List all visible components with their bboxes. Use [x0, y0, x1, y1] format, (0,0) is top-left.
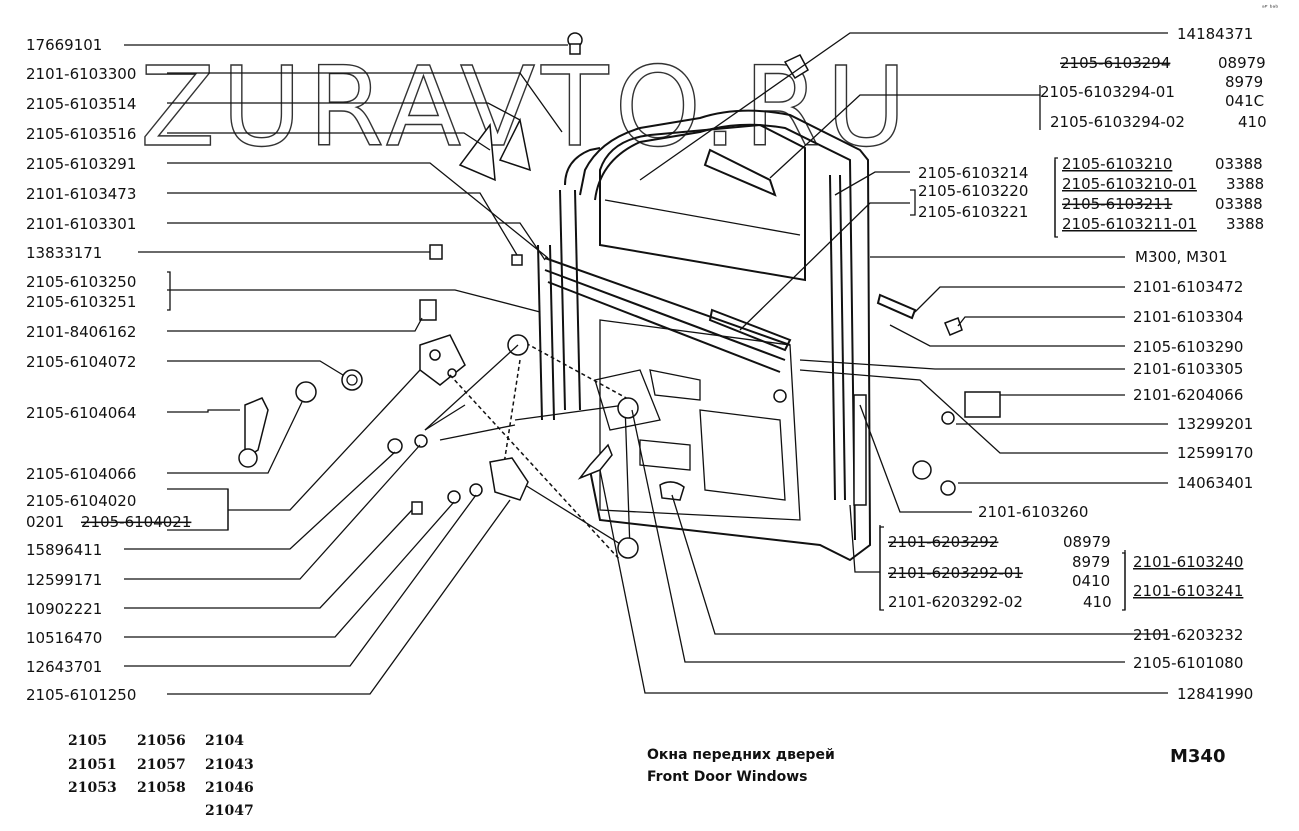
label-2105-6103514: 2105-6103514: [26, 95, 136, 113]
label-2105-6103211-01: 2105-6103211-01: [1062, 215, 1197, 233]
label-2105-6103291: 2105-6103291: [26, 155, 136, 173]
page-code: M340: [1170, 746, 1226, 767]
label-2101-6204066: 2101-6204066: [1133, 386, 1243, 404]
label-3388-b: 3388: [1226, 215, 1264, 233]
label-17669101: 17669101: [26, 36, 102, 54]
label-410-a: 410: [1238, 113, 1267, 131]
label-2105-6101250: 2105-6101250: [26, 686, 136, 704]
label-2101-8406162: 2101-8406162: [26, 323, 136, 341]
label-2105-6103250: 2105-6103250: [26, 273, 136, 291]
label-10902221: 10902221: [26, 600, 102, 618]
label-2101-6103260: 2101-6103260: [978, 503, 1088, 521]
label-14184371: 14184371: [1177, 25, 1253, 43]
label-2105-6101080: 2105-6101080: [1133, 654, 1243, 672]
model-21053: 21053: [68, 780, 117, 796]
label-041c: 041C: [1225, 92, 1264, 110]
label-2105-6103251: 2105-6103251: [26, 293, 136, 311]
label-2105-6104066: 2105-6104066: [26, 465, 136, 483]
model-21056: 21056: [137, 733, 186, 749]
label-0410: 0410: [1072, 572, 1110, 590]
right-labels: 14184371 2105-6103294 08979 2105-6103294…: [888, 25, 1267, 703]
label-2101-6203232: 2101-6203232: [1133, 626, 1243, 644]
label-2105-6104021: 2105-6104021: [81, 513, 191, 531]
model-21057: 21057: [137, 757, 186, 773]
model-2105: 2105: [68, 733, 107, 749]
label-14063401: 14063401: [1177, 474, 1253, 492]
label-2105-6103210: 2105-6103210: [1062, 155, 1172, 173]
label-2101-6103304: 2101-6103304: [1133, 308, 1243, 326]
model-21047: 21047: [205, 803, 254, 819]
label-2101-6103301: 2101-6103301: [26, 215, 136, 233]
door-drawing: [238, 32, 1001, 562]
label-08979-a: 08979: [1218, 54, 1266, 72]
label-2101-6103473: 2101-6103473: [26, 185, 136, 203]
label-15896411: 15896411: [26, 541, 102, 559]
label-2105-6104020: 2105-6104020: [26, 492, 136, 510]
label-03388-b: 03388: [1215, 195, 1263, 213]
label-2101-6203292: 2101-6203292: [888, 533, 998, 551]
label-2105-6103221: 2105-6103221: [918, 203, 1028, 221]
corner-mark: ᵃᴾ ᵇᵃᵇ: [1262, 4, 1278, 12]
label-410-b: 410: [1083, 593, 1112, 611]
label-13299201: 13299201: [1177, 415, 1253, 433]
title-en: Front Door Windows: [647, 769, 807, 785]
label-2105-6103220: 2105-6103220: [918, 182, 1028, 200]
label-2101-6103241: 2101-6103241: [1133, 582, 1243, 600]
label-2101-6203292-02: 2101-6203292-02: [888, 593, 1023, 611]
label-0201: 0201: [26, 513, 64, 531]
label-03388-a: 03388: [1215, 155, 1263, 173]
model-21051: 21051: [68, 757, 117, 773]
label-2105-6103294-02: 2105-6103294-02: [1050, 113, 1185, 131]
model-21058: 21058: [137, 780, 186, 796]
label-2105-6103290: 2105-6103290: [1133, 338, 1243, 356]
label-2101-6103300: 2101-6103300: [26, 65, 136, 83]
left-labels: 17669101 2101-6103300 2105-6103514 2105-…: [26, 36, 191, 704]
label-12643701: 12643701: [26, 658, 102, 676]
label-8979-b: 8979: [1072, 553, 1110, 571]
label-10516470: 10516470: [26, 629, 102, 647]
label-2105-6104064: 2105-6104064: [26, 404, 136, 422]
label-12599171: 12599171: [26, 571, 102, 589]
label-12841990: 12841990: [1177, 685, 1253, 703]
label-2101-6103472: 2101-6103472: [1133, 278, 1243, 296]
model-21043: 21043: [205, 757, 254, 773]
label-m300-m301: M300, M301: [1135, 248, 1228, 266]
label-12599170: 12599170: [1177, 444, 1253, 462]
label-2101-6103305: 2101-6103305: [1133, 360, 1243, 378]
label-13833171: 13833171: [26, 244, 102, 262]
model-2104: 2104: [205, 733, 244, 749]
label-2105-6103294-01: 2105-6103294-01: [1040, 83, 1175, 101]
model-21046: 21046: [205, 780, 254, 796]
label-2105-6103516: 2105-6103516: [26, 125, 136, 143]
label-2105-6103210-01: 2105-6103210-01: [1062, 175, 1197, 193]
label-2101-6203292-01: 2101-6203292-01: [888, 564, 1023, 582]
label-8979-a: 8979: [1225, 73, 1263, 91]
model-list: 2105 21056 2104 21051 21057 21043 21053 …: [68, 733, 254, 819]
title-ru: Окна передних дверей: [647, 747, 835, 763]
label-2105-6103214: 2105-6103214: [918, 164, 1028, 182]
label-08979-b: 08979: [1063, 533, 1111, 551]
label-2105-6103294: 2105-6103294: [1060, 54, 1170, 72]
label-3388-a: 3388: [1226, 175, 1264, 193]
label-2105-6103211: 2105-6103211: [1062, 195, 1172, 213]
label-2101-6103240: 2101-6103240: [1133, 553, 1243, 571]
label-2105-6104072: 2105-6104072: [26, 353, 136, 371]
leader-lines: [124, 32, 1168, 695]
